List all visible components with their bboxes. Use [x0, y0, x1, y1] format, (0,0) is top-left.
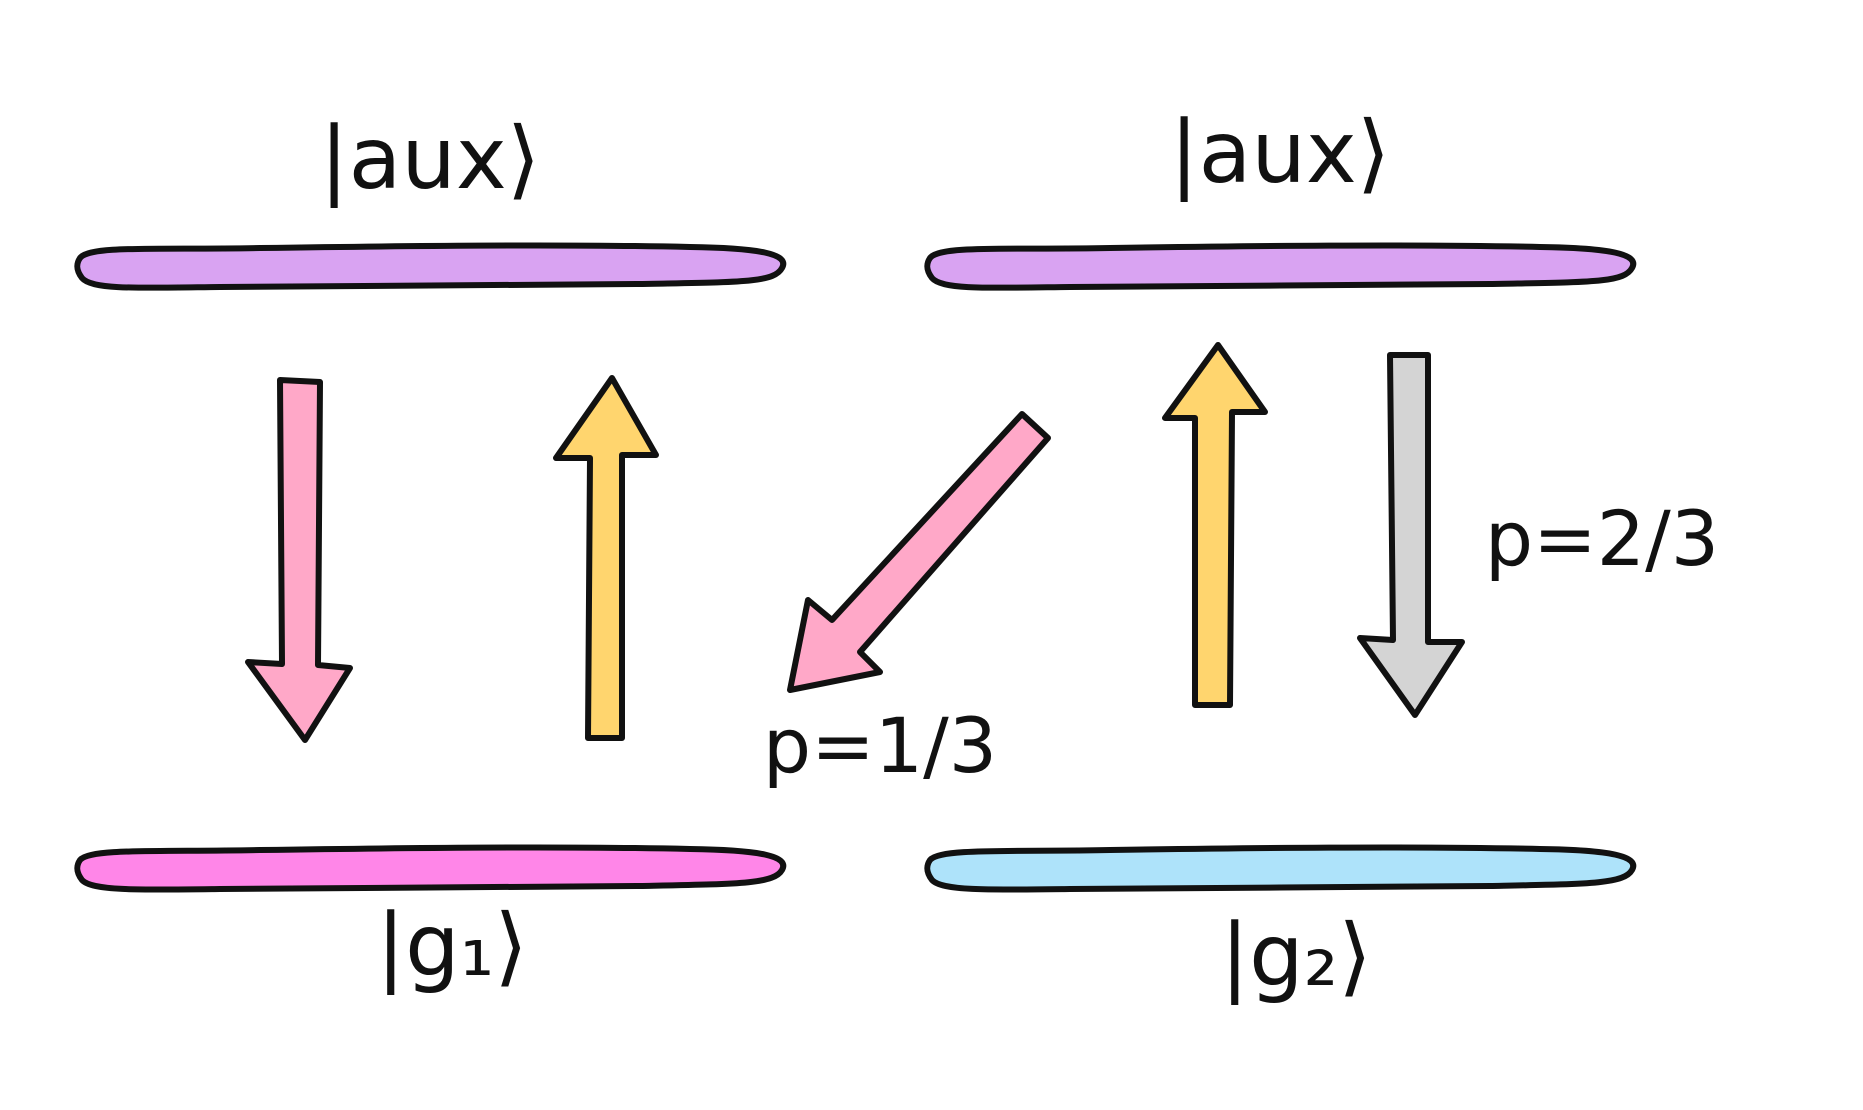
right-aux-label: |aux⟩	[1170, 103, 1391, 203]
g2-level	[924, 844, 1637, 893]
g2-label: |g₂⟩	[1220, 906, 1372, 1006]
gray-decay-arrow	[1357, 352, 1465, 718]
g1-level	[74, 844, 787, 893]
left-aux-label: |aux⟩	[320, 109, 541, 209]
left-excite-arrow	[553, 375, 659, 741]
right-excite-arrow	[1162, 342, 1268, 708]
prob-two-thirds-label: p=2/3	[1485, 494, 1719, 583]
left-aux-level	[74, 242, 787, 291]
left-decay-arrow	[245, 377, 353, 743]
g1-label: |g₁⟩	[376, 896, 528, 996]
prob-one-third-label: p=1/3	[763, 701, 997, 790]
right-aux-level	[924, 242, 1637, 291]
diagonal-decay-arrow	[787, 411, 1051, 693]
